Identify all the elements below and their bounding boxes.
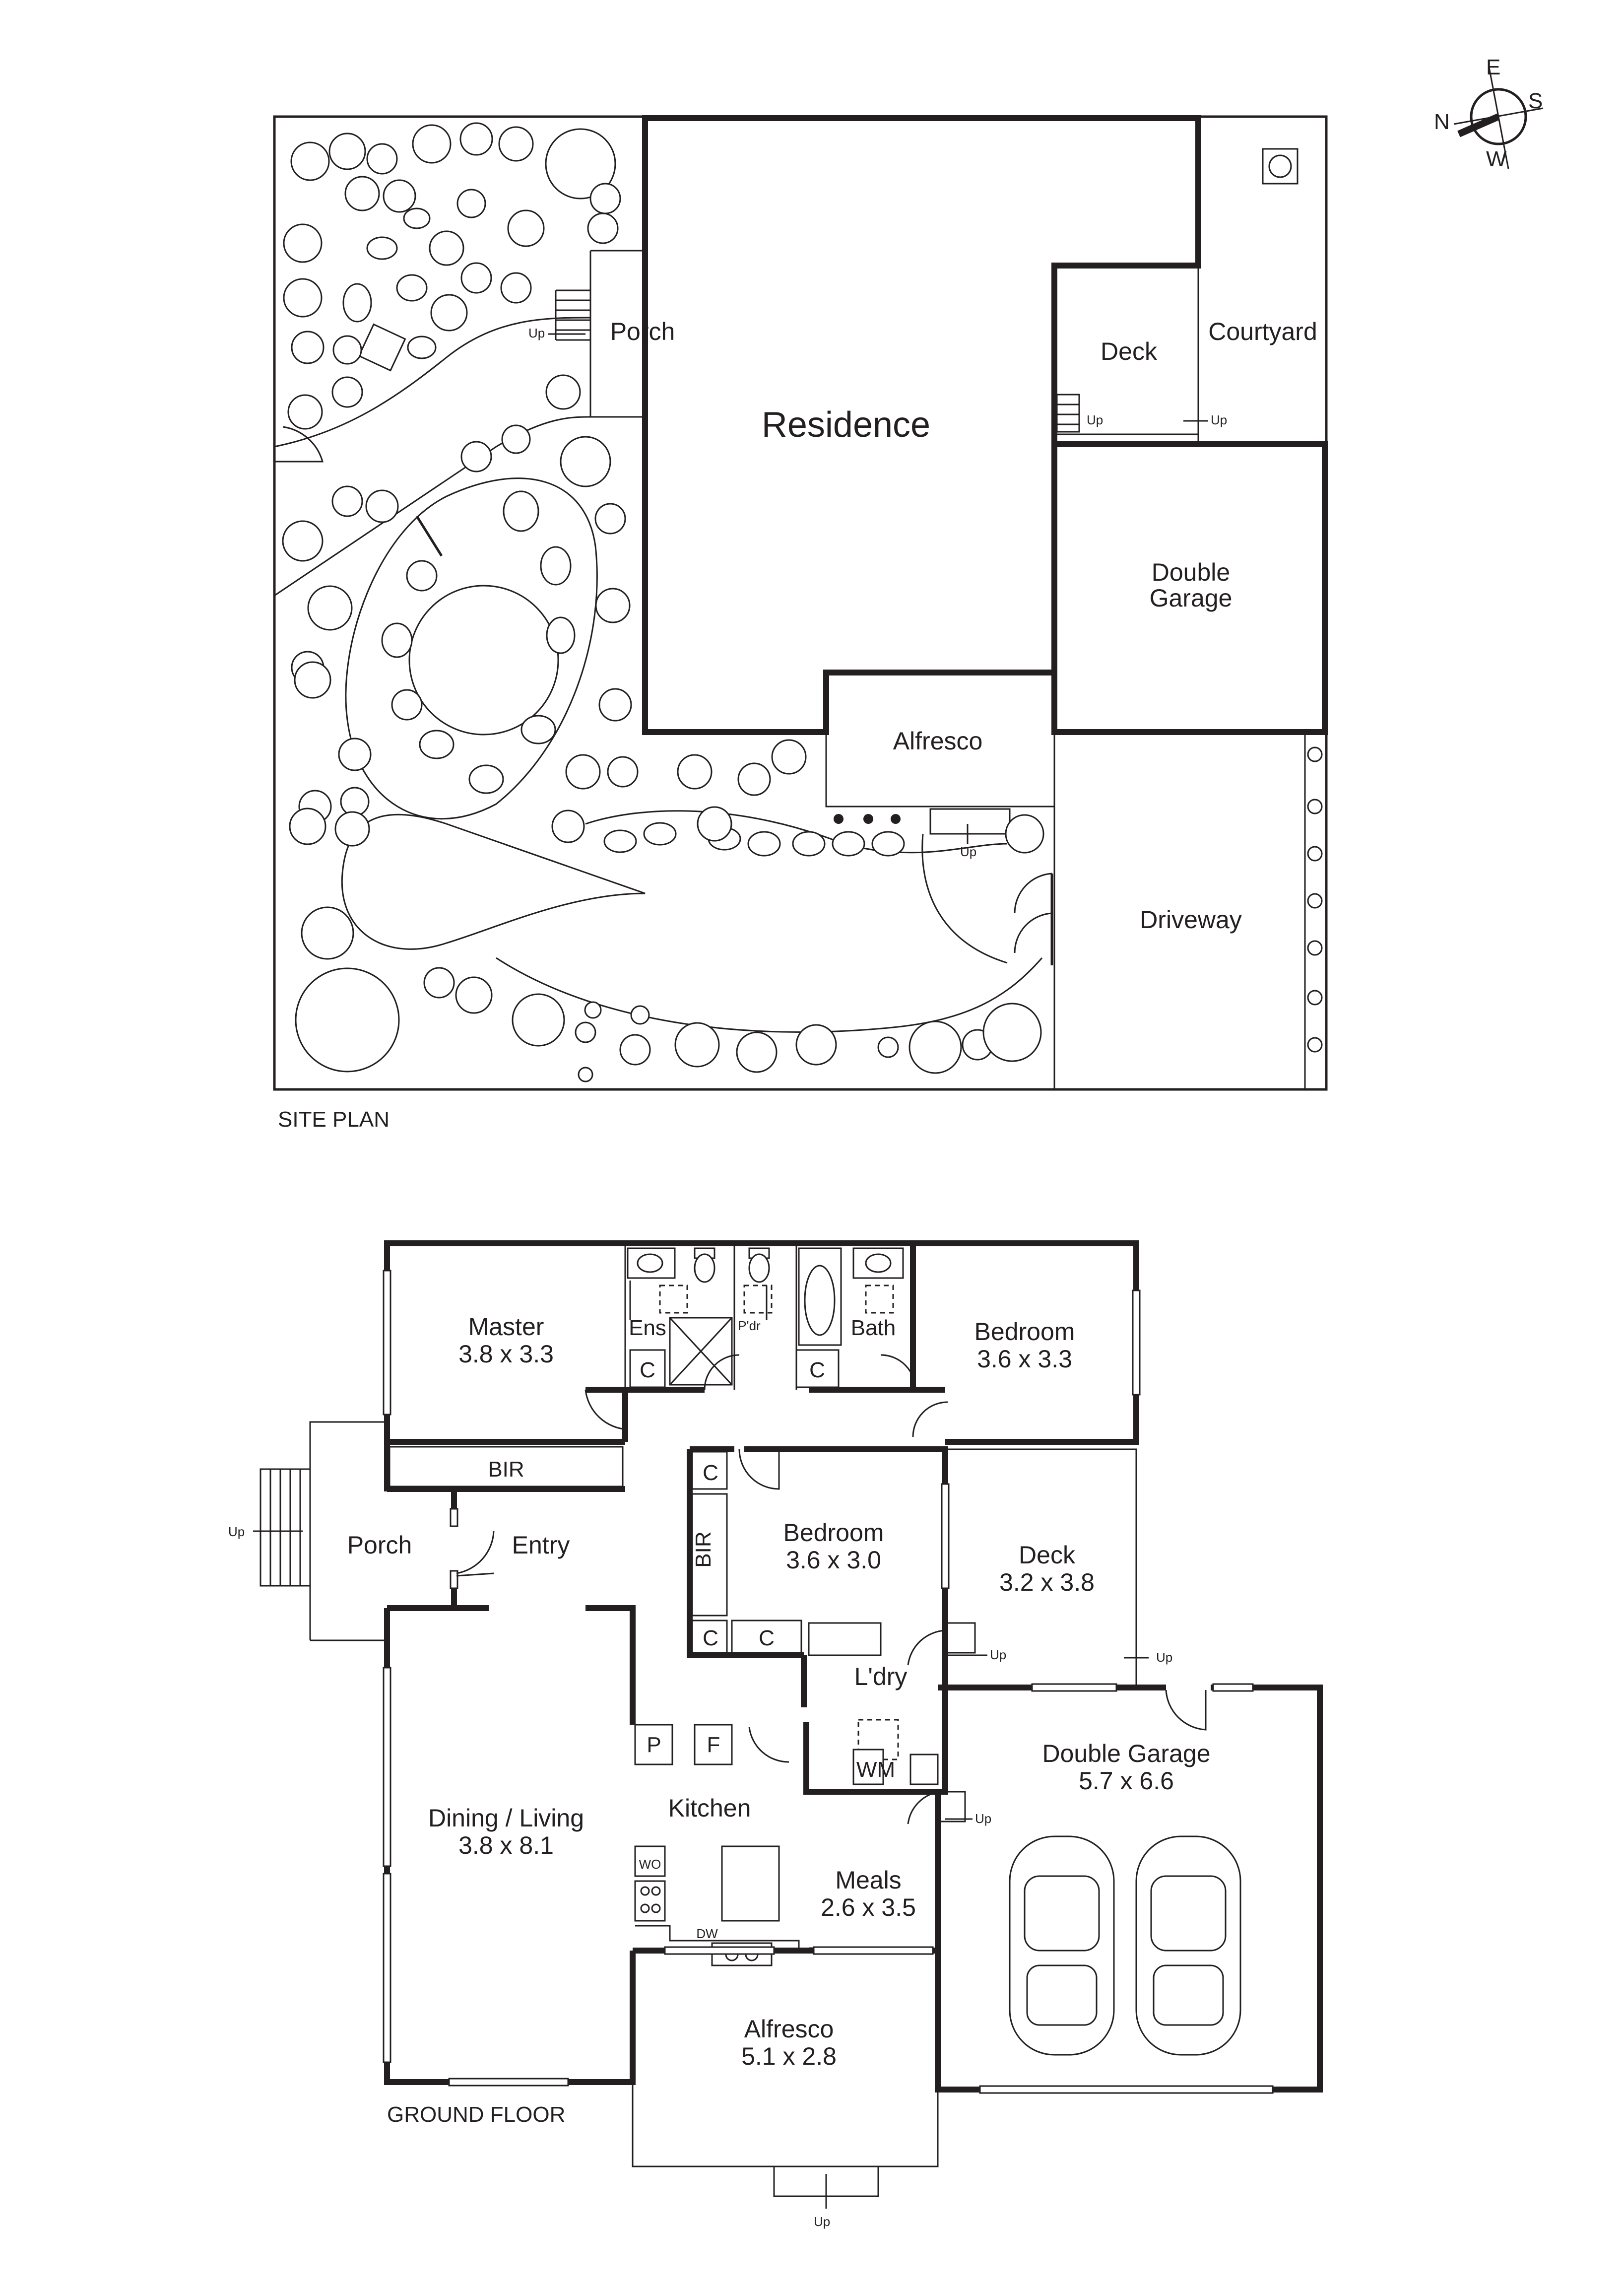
meals-size: 2.6 x 3.5 — [821, 1893, 916, 1921]
dishwasher-label: DW — [696, 1926, 718, 1941]
site-alfresco-label: Alfresco — [893, 727, 983, 755]
compass-west-label: W — [1486, 147, 1507, 171]
bedroom-2-size: 3.6 x 3.0 — [786, 1546, 881, 1574]
bedroom-1-size: 3.6 x 3.3 — [977, 1345, 1072, 1373]
dining-living-size: 3.8 x 8.1 — [458, 1831, 554, 1859]
site-feature-lawn — [341, 813, 646, 950]
site-lawn-outline — [345, 477, 598, 820]
site-garage-outline — [1051, 441, 1328, 735]
dining-living-name: Dining / Living — [428, 1804, 584, 1832]
deck-steps-label: Up — [1156, 1650, 1172, 1665]
deck-size: 3.2 x 3.8 — [999, 1568, 1095, 1596]
compass-rose-icon: E S N W — [1434, 55, 1544, 171]
bedroom-2-cupboard-label: C — [703, 1461, 718, 1485]
site-courtyard-steps-label: Up — [1211, 412, 1227, 427]
bedroom-2-bir-box — [691, 1493, 728, 1617]
fridge-label: F — [707, 1733, 720, 1757]
porch-steps-icon — [253, 1468, 311, 1587]
bath-cupboard-label: C — [809, 1358, 825, 1382]
compass-south-label: S — [1528, 89, 1543, 113]
deck-outline — [945, 1448, 1137, 1690]
ground-floor-plan: Ens P'dr Bath C C Master 3.8 x 3.3 Bedro… — [228, 1240, 1323, 2229]
ensuite-cupboard-label: C — [640, 1358, 655, 1382]
washing-machine-label: WM — [856, 1757, 895, 1782]
site-round-lawn — [408, 585, 559, 736]
master-bir-box — [389, 1446, 624, 1487]
site-gate-icon — [274, 426, 324, 463]
site-garage-label-2: Garage — [1150, 584, 1233, 612]
entry-door-icon — [456, 1531, 495, 1574]
site-plan: Residence Porch Up Deck Courtyard Up Up — [273, 115, 1328, 1132]
site-deck-label: Deck — [1101, 338, 1158, 365]
site-stepping-stones — [342, 207, 905, 857]
bedroom-2-name: Bedroom — [783, 1519, 884, 1547]
pantry-label: P — [647, 1733, 661, 1757]
wall-oven-label: WO — [639, 1857, 661, 1872]
bathroom-fixtures — [584, 1243, 948, 1437]
site-driveway-gate-icon — [1014, 873, 1052, 953]
master-size: 3.8 x 3.3 — [458, 1340, 554, 1368]
car-icon — [1009, 1835, 1115, 2056]
entry-label: Entry — [512, 1531, 570, 1559]
car-icon — [1135, 1835, 1241, 2056]
site-courtyard-label: Courtyard — [1208, 318, 1317, 345]
site-deck-steps-icon — [1056, 394, 1080, 433]
site-driveway-label: Driveway — [1140, 906, 1242, 934]
garage-name: Double Garage — [1042, 1740, 1210, 1767]
alfresco-name: Alfresco — [744, 2015, 834, 2043]
site-driveway-shrubs — [1307, 746, 1323, 1053]
site-deck-steps-label: Up — [1087, 412, 1103, 427]
alfresco-size: 5.1 x 2.8 — [741, 2042, 837, 2070]
powder-label: P'dr — [738, 1318, 761, 1333]
laundry-walls — [801, 1596, 948, 1795]
compass-east-label: E — [1486, 55, 1500, 79]
site-plan-title: SITE PLAN — [278, 1107, 390, 1132]
porch-steps-label: Up — [228, 1524, 245, 1539]
garage-steps-label: Up — [975, 1811, 991, 1826]
kitchen-label: Kitchen — [668, 1794, 751, 1822]
garage-size: 5.7 x 6.6 — [1079, 1767, 1174, 1795]
site-porch-steps-icon — [548, 289, 590, 341]
bedroom-2-bir-label: BIR — [691, 1531, 715, 1567]
site-trees — [282, 122, 1044, 1082]
ensuite-label: Ens — [629, 1316, 666, 1340]
hall-cupboard-label: C — [759, 1626, 775, 1650]
ground-floor-title: GROUND FLOOR — [387, 2102, 565, 2127]
master-bir-label: BIR — [488, 1457, 524, 1482]
laundry-label: L'dry — [854, 1663, 908, 1690]
site-porch-steps-label: Up — [528, 326, 545, 340]
site-garage-label-1: Double — [1152, 558, 1230, 586]
site-alfresco-steps-icon — [929, 808, 1011, 835]
site-porch-label: Porch — [610, 318, 675, 345]
bedroom-2-cupboard-2-label: C — [703, 1626, 718, 1650]
kitchen-island — [721, 1845, 780, 1922]
laundry-steps-label: Up — [990, 1647, 1006, 1662]
bedroom-1-name: Bedroom — [974, 1318, 1075, 1346]
deck-name: Deck — [1019, 1541, 1076, 1569]
porch-label: Porch — [347, 1531, 412, 1559]
site-garden-path — [274, 317, 591, 597]
master-name: Master — [468, 1313, 544, 1341]
alfresco-steps-label: Up — [814, 2214, 830, 2229]
site-residence-label: Residence — [762, 405, 930, 445]
site-planter-icon — [1262, 148, 1298, 185]
meals-name: Meals — [835, 1866, 901, 1894]
compass-north-label: N — [1434, 110, 1450, 134]
bath-label: Bath — [851, 1316, 896, 1340]
